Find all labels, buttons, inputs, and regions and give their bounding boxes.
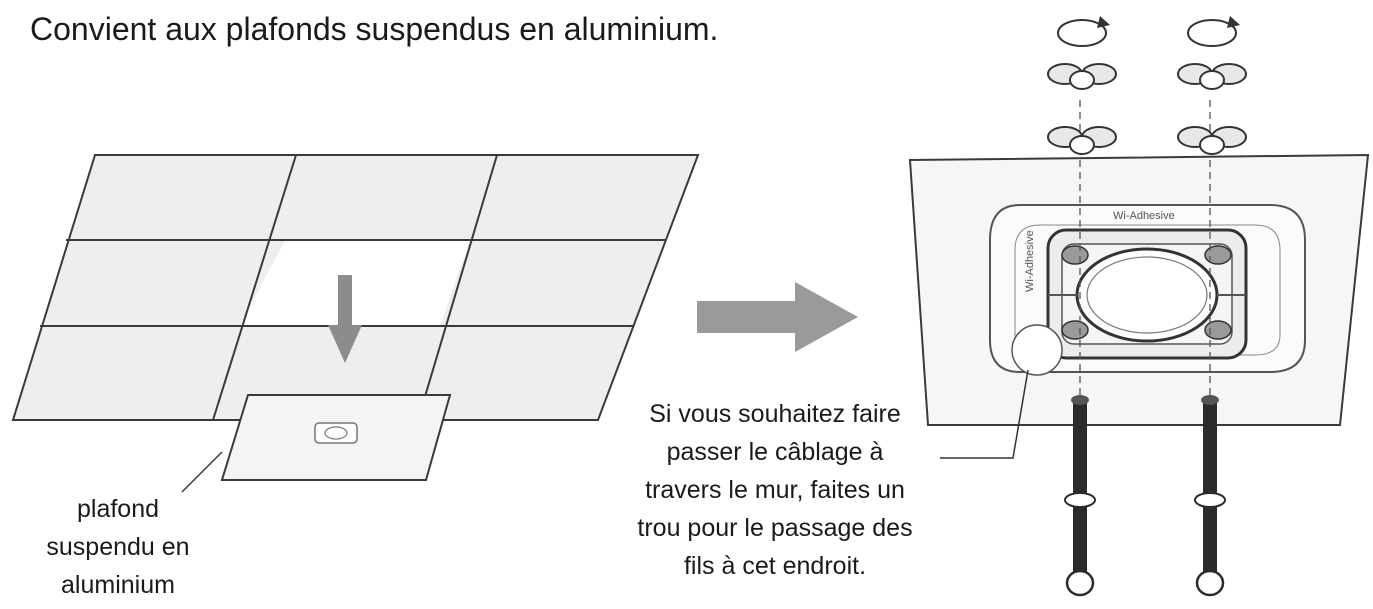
mount-small-icon bbox=[314, 422, 358, 444]
cable-caption-line: trou pour le passage des bbox=[637, 514, 913, 542]
suspended-ceiling-grid bbox=[11, 154, 700, 421]
rotate-arrow-icon bbox=[1057, 16, 1110, 47]
mount-pad bbox=[1204, 320, 1232, 340]
cable-caption-line: passer le câblage à bbox=[666, 438, 884, 466]
mount-pad bbox=[1204, 245, 1232, 265]
down-arrow-icon bbox=[328, 275, 362, 363]
mount-pad bbox=[1061, 245, 1089, 265]
wing-nut-icon bbox=[1047, 63, 1117, 90]
mount-base: Wi-Adhesive Wi-Adhesive bbox=[989, 204, 1306, 376]
cable-hole-leader-line bbox=[940, 369, 1029, 459]
ceiling-tile bbox=[220, 394, 452, 481]
cable-hole-caption: Si vous souhaitez faire passer le câblag… bbox=[600, 395, 950, 585]
ceiling-leader-line bbox=[181, 451, 223, 493]
cable-caption-line: fils à cet endroit. bbox=[683, 552, 867, 580]
wing-nut-icon bbox=[1177, 126, 1247, 155]
rotate-arrow-icon bbox=[1187, 16, 1240, 47]
mount-pad bbox=[1061, 320, 1089, 340]
ceiling-caption-line: plafond bbox=[76, 495, 160, 523]
ceiling-runner bbox=[212, 154, 297, 421]
ceiling-runner bbox=[417, 154, 498, 421]
ceiling-opening bbox=[240, 240, 470, 326]
ceiling-caption: plafond suspendu en aluminium bbox=[18, 490, 218, 604]
page-title: Convient aux plafonds suspendus en alumi… bbox=[30, 11, 719, 47]
bolt-icon bbox=[1194, 395, 1226, 597]
right-arrow-icon bbox=[697, 282, 858, 352]
cable-hole bbox=[1011, 324, 1063, 376]
wing-nut-icon bbox=[1177, 63, 1247, 90]
ceiling-caption-line: suspendu en bbox=[46, 533, 190, 561]
bolt-icon bbox=[1064, 395, 1096, 597]
cable-caption-line: Si vous souhaitez faire bbox=[649, 400, 901, 428]
mount-brand-side: Wi-Adhesive bbox=[1024, 230, 1036, 292]
ceiling-caption-line: aluminium bbox=[61, 571, 175, 599]
wing-nut-icon bbox=[1047, 126, 1117, 155]
cable-caption-line: travers le mur, faites un bbox=[645, 476, 905, 504]
mount-brand-top: Wi-Adhesive bbox=[1113, 210, 1175, 222]
